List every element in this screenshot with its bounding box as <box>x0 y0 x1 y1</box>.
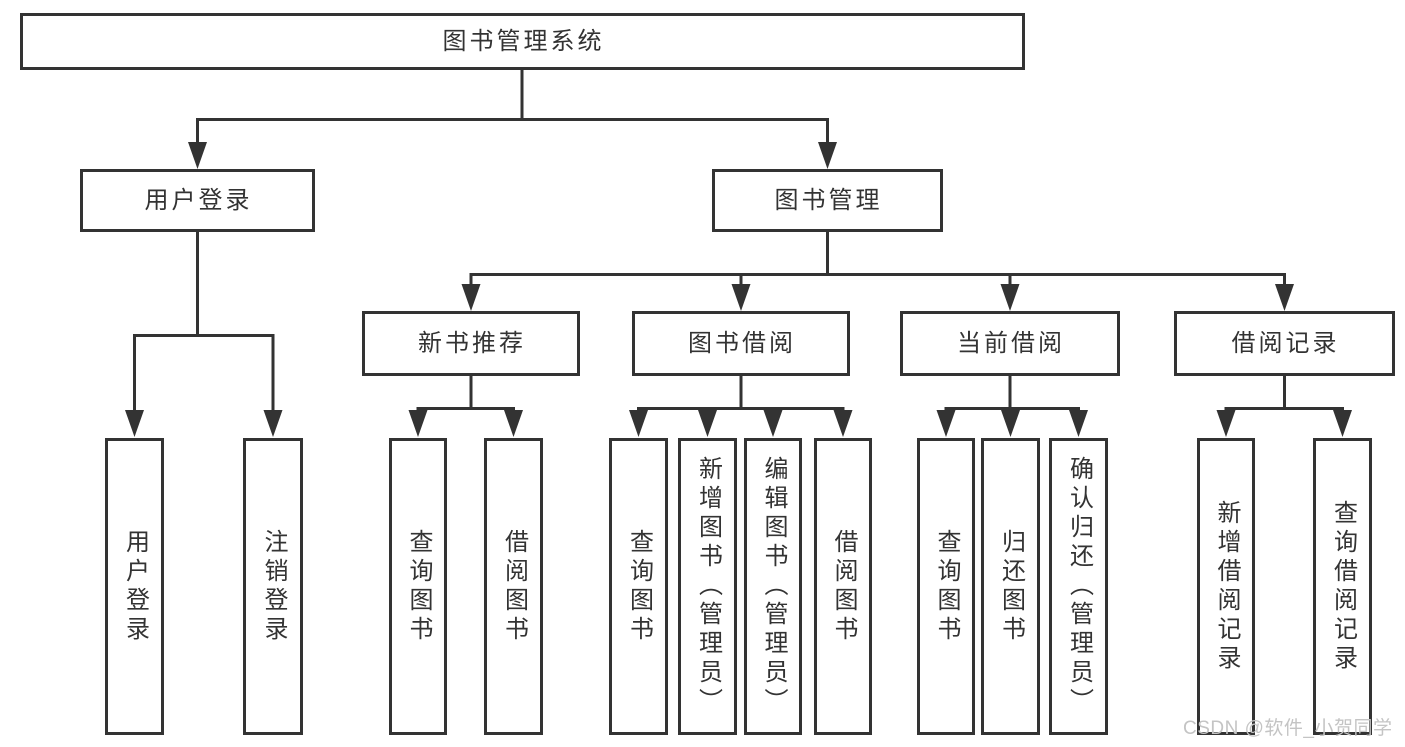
leaf-confirm-return-admin: 确认归还（管理员） <box>1049 438 1108 735</box>
node-book-management: 图书管理 <box>712 169 943 232</box>
leaf-edit-book-admin-label: 编辑图书（管理员） <box>760 456 787 717</box>
leaf-return-books: 归还图书 <box>981 438 1040 735</box>
leaf-query-borrow-record-label: 查询借阅记录 <box>1329 499 1357 674</box>
leaf-query-books-recommend: 查询图书 <box>389 438 447 735</box>
node-book-borrowing-label: 图书借阅 <box>688 329 796 357</box>
node-current-borrowing-label: 当前借阅 <box>957 329 1065 357</box>
leaf-query-books-current: 查询图书 <box>917 438 975 735</box>
node-user-login: 用户登录 <box>80 169 315 232</box>
leaf-add-book-admin: 新增图书（管理员） <box>678 438 737 735</box>
leaf-return-books-label: 归还图书 <box>997 528 1025 645</box>
node-borrowing-records: 借阅记录 <box>1174 311 1395 376</box>
leaf-query-borrow-record: 查询借阅记录 <box>1313 438 1372 735</box>
node-book-borrowing: 图书借阅 <box>632 311 850 376</box>
node-current-borrowing: 当前借阅 <box>900 311 1120 376</box>
node-book-management-label: 图书管理 <box>774 186 883 214</box>
leaf-logout-label: 注销登录 <box>260 528 287 645</box>
leaf-confirm-return-admin-label: 确认归还（管理员） <box>1065 456 1093 717</box>
leaf-edit-book-admin: 编辑图书（管理员） <box>744 438 802 735</box>
leaf-add-book-admin-label: 新增图书（管理员） <box>694 456 722 717</box>
leaf-user-login: 用户登录 <box>105 438 164 735</box>
watermark-text: CSDN @软件_小贺同学 <box>1183 718 1393 739</box>
node-user-login-label: 用户登录 <box>144 186 253 214</box>
leaf-borrow-books-borrowing-label: 借阅图书 <box>830 528 857 645</box>
leaf-user-login-label: 用户登录 <box>121 528 149 645</box>
node-library-management-system-label: 图书管理系统 <box>442 27 605 55</box>
leaf-add-borrow-record-label: 新增借阅记录 <box>1213 499 1240 674</box>
leaf-query-books-borrowing: 查询图书 <box>609 438 668 735</box>
node-new-book-recommendation: 新书推荐 <box>362 311 580 376</box>
node-library-management-system: 图书管理系统 <box>20 13 1025 70</box>
leaf-logout: 注销登录 <box>243 438 303 735</box>
leaf-query-books-borrowing-label: 查询图书 <box>625 528 653 645</box>
leaf-borrow-books-recommend: 借阅图书 <box>484 438 543 735</box>
leaf-add-borrow-record: 新增借阅记录 <box>1197 438 1255 735</box>
leaf-borrow-books-borrowing: 借阅图书 <box>814 438 872 735</box>
leaf-borrow-books-recommend-label: 借阅图书 <box>500 528 528 645</box>
leaf-query-books-current-label: 查询图书 <box>933 528 960 645</box>
leaf-query-books-recommend-label: 查询图书 <box>405 528 432 645</box>
node-borrowing-records-label: 借阅记录 <box>1231 329 1340 357</box>
node-new-book-recommendation-label: 新书推荐 <box>418 329 526 357</box>
